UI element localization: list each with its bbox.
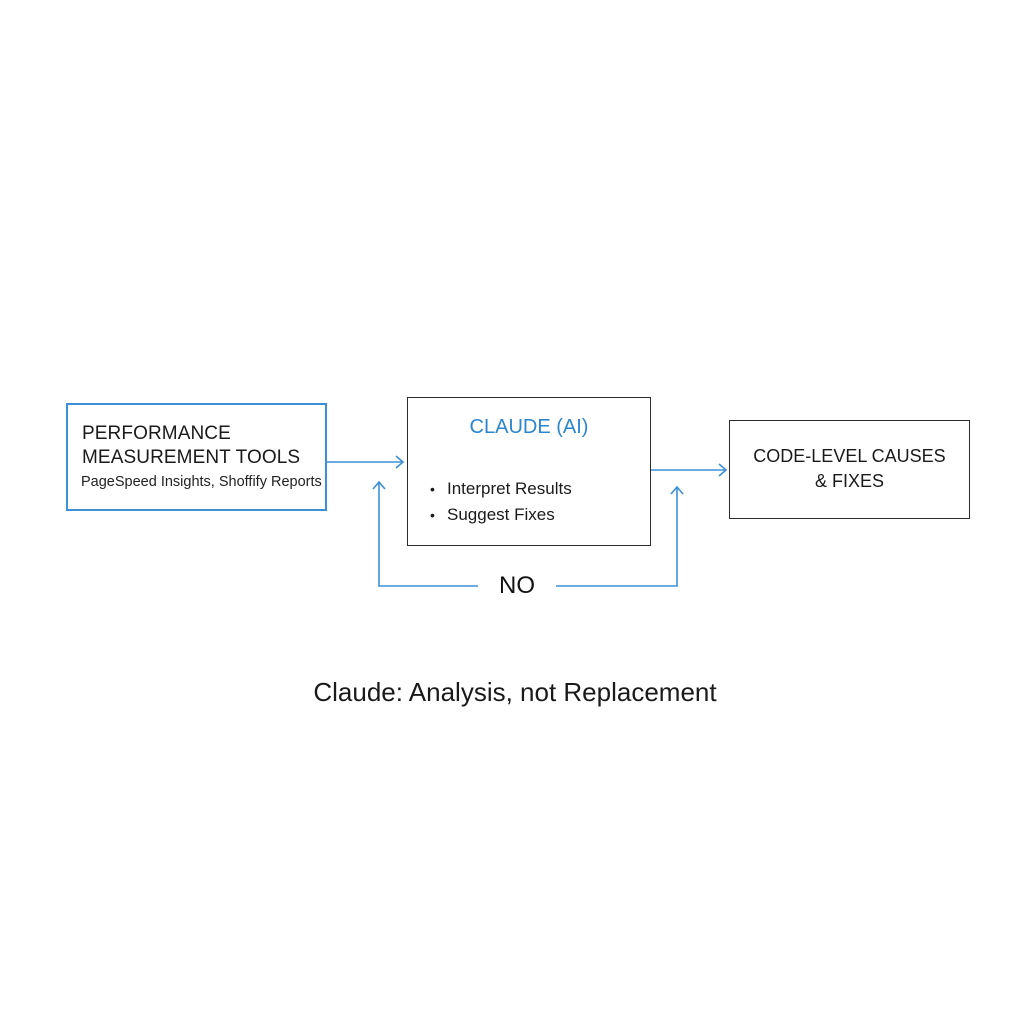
- arrowhead-tools-to-claude: [395, 455, 405, 469]
- code-level-causes-line2: & FIXES: [814, 471, 885, 491]
- claude-ai-bullet-list: • Interpret Results • Suggest Fixes: [430, 476, 572, 528]
- bullet-icon: •: [430, 507, 435, 523]
- performance-tools-title: PERFORMANCE MEASUREMENT TOOLS: [82, 422, 300, 470]
- loop-label: NO: [478, 572, 556, 600]
- performance-tools-title-line2: MEASUREMENT TOOLS: [82, 447, 301, 468]
- loop-line-left: [378, 482, 480, 587]
- claude-ai-title: CLAUDE (AI): [469, 416, 589, 438]
- bullet-icon: •: [430, 481, 435, 497]
- diagram-caption: Claude: Analysis, not Replacement: [313, 677, 717, 707]
- arrowhead-claude-to-causes: [718, 463, 728, 477]
- performance-tools-title-line1: PERFORMANCE: [82, 423, 231, 444]
- bullet-text: Suggest Fixes: [447, 505, 555, 524]
- code-level-causes-box: CODE-LEVEL CAUSES & FIXES: [729, 420, 970, 519]
- performance-tools-box: PERFORMANCE MEASUREMENT TOOLS PageSpeed …: [66, 403, 327, 511]
- loop-arrowhead-left: [372, 480, 386, 490]
- bullet-item: • Interpret Results: [430, 476, 572, 502]
- performance-tools-subtitle: PageSpeed Insights, Shoffify Reports: [81, 474, 322, 490]
- bullet-text: Interpret Results: [447, 479, 572, 498]
- loop-arrowhead-right: [670, 485, 684, 495]
- code-level-causes-text: CODE-LEVEL CAUSES & FIXES: [730, 444, 969, 494]
- bullet-item: • Suggest Fixes: [430, 502, 572, 528]
- claude-ai-box: CLAUDE (AI) • Interpret Results • Suggest …: [407, 397, 651, 546]
- code-level-causes-line1: CODE-LEVEL CAUSES: [753, 446, 946, 466]
- loop-line-right: [553, 487, 678, 587]
